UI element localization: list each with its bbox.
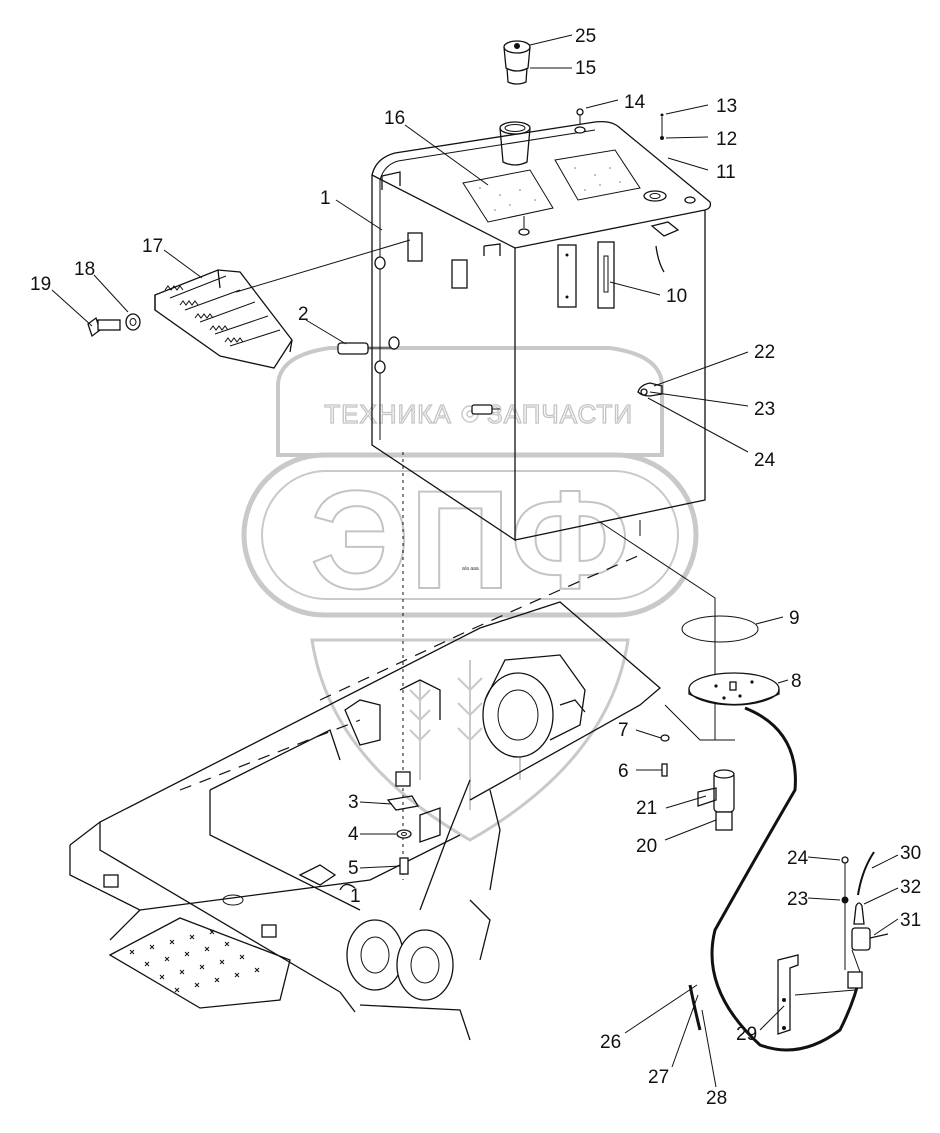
machine-frame [69, 601, 662, 1041]
callout-1-lower: 1 [350, 886, 361, 907]
filler-cap [503, 40, 531, 85]
callout-11: 11 [716, 162, 736, 183]
callout-22: 22 [754, 342, 775, 363]
watermark: ЭПФ ТЕХНИКА ЗАПЧАСТИ [241, 346, 699, 842]
callout-12: 12 [716, 129, 737, 150]
callout-32: 32 [900, 877, 921, 898]
callout-17: 17 [142, 236, 163, 257]
callout-5: 5 [348, 858, 359, 879]
step-platform [87, 269, 293, 369]
callout-25: 25 [575, 26, 596, 47]
watermark-logo: ЭПФ [310, 461, 630, 618]
callout-3: 3 [348, 792, 359, 813]
callout-7: 7 [618, 720, 629, 741]
callout-6: 6 [618, 761, 629, 782]
callout-24: 24 [754, 450, 776, 471]
callout-23: 23 [754, 399, 775, 420]
callout-8: 8 [791, 671, 802, 692]
callout-21: 21 [636, 798, 657, 819]
callout-28: 28 [706, 1088, 727, 1109]
callout-10: 10 [666, 286, 687, 307]
callout-13: 13 [716, 96, 737, 117]
watermark-right-text: ЗАПЧАСТИ [487, 399, 633, 429]
callout-19: 19 [30, 274, 51, 295]
callout-14: 14 [624, 92, 646, 113]
small-marking: а/а ааа [462, 566, 479, 572]
callout-2: 2 [298, 304, 309, 325]
callout-26: 26 [600, 1032, 621, 1053]
sender-flange [688, 672, 780, 706]
callout-15: 15 [575, 58, 596, 79]
callout-labels: 25 15 14 13 12 11 16 1 17 18 19 2 10 22 … [30, 26, 921, 1109]
callout-24-lower: 24 [787, 848, 809, 869]
callout-29: 29 [736, 1024, 757, 1045]
callout-30: 30 [900, 843, 921, 864]
callout-9: 9 [789, 608, 800, 629]
leader-lines [51, 34, 899, 1088]
callout-16: 16 [384, 108, 405, 129]
callout-1: 1 [320, 188, 331, 209]
o-ring [681, 615, 759, 643]
callout-18: 18 [74, 259, 95, 280]
callout-4: 4 [348, 824, 359, 845]
callout-27: 27 [648, 1067, 669, 1088]
callout-31: 31 [900, 910, 921, 931]
wheat-shield-icon [310, 638, 630, 842]
watermark-left-text: ТЕХНИКА [324, 399, 452, 429]
callout-23-lower: 23 [787, 889, 808, 910]
callout-20: 20 [636, 836, 657, 857]
